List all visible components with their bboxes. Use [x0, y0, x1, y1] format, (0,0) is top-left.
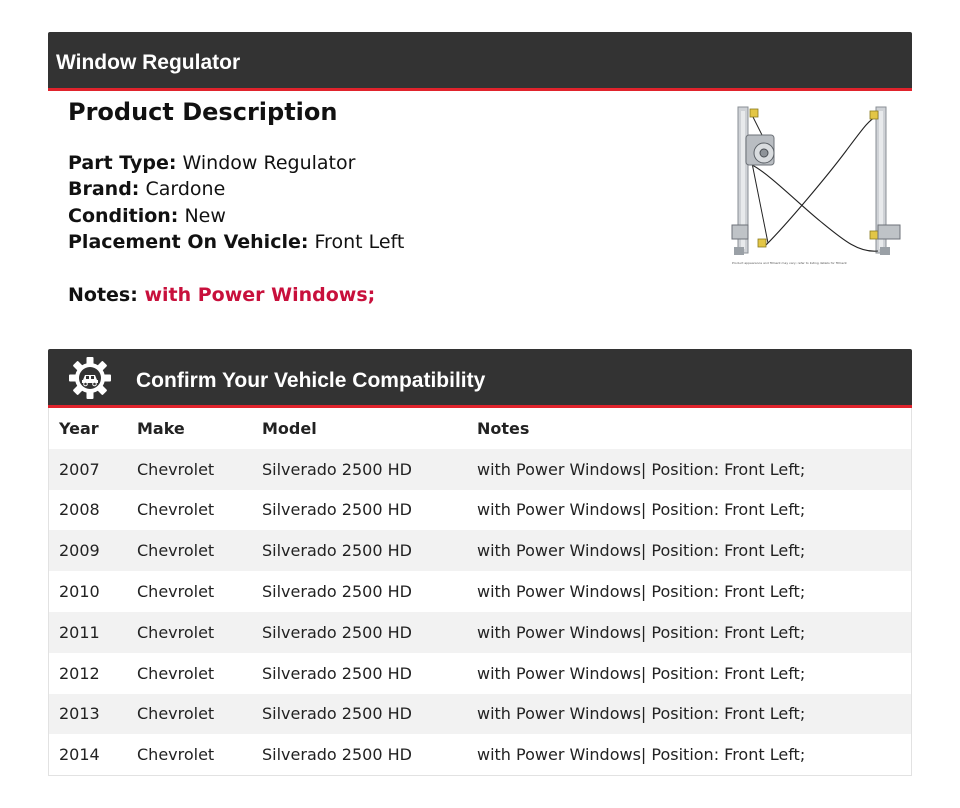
cell-year: 2014 [48, 734, 127, 776]
cell-notes: with Power Windows| Position: Front Left… [467, 448, 912, 490]
table-header-row: Year Make Model Notes [48, 408, 912, 449]
table-row: 2010 Chevrolet Silverado 2500 HD with Po… [48, 571, 912, 612]
cell-notes: with Power Windows| Position: Front Left… [467, 611, 912, 653]
spec-placement: Placement On Vehicle: Front Left [68, 229, 688, 255]
cell-model: Silverado 2500 HD [252, 611, 467, 653]
description-title: Product Description [68, 98, 338, 126]
spec-part-type: Part Type: Window Regulator [68, 150, 688, 176]
compatibility-header: Confirm Your Vehicle Compatibility [48, 349, 912, 408]
cell-make: Chevrolet [127, 530, 252, 572]
table-row: 2011 Chevrolet Silverado 2500 HD with Po… [48, 611, 912, 653]
table-row: 2012 Chevrolet Silverado 2500 HD with Po… [48, 652, 912, 694]
spec-value: Window Regulator [182, 152, 356, 174]
image-caption: Product appearance and fitment may vary;… [732, 261, 847, 265]
spec-value: Front Left [314, 230, 405, 253]
column-header-make: Make [127, 408, 252, 449]
cell-notes: with Power Windows| Position: Front Left… [467, 489, 912, 531]
cell-model: Silverado 2500 HD [252, 734, 467, 776]
cell-model: Silverado 2500 HD [252, 693, 467, 735]
cell-make: Chevrolet [127, 448, 252, 490]
cell-year: 2013 [48, 693, 127, 735]
spec-label: Brand: [68, 178, 140, 201]
cell-year: 2008 [48, 489, 127, 531]
spec-brand: Brand: Cardone [68, 176, 688, 202]
cell-model: Silverado 2500 HD [252, 530, 467, 572]
spec-value: New [184, 204, 226, 227]
column-header-notes: Notes [467, 408, 912, 449]
regulator-illustration: Product appearance and fitment may vary;… [731, 106, 901, 265]
compatibility-title: Confirm Your Vehicle Compatibility [136, 369, 486, 392]
header-title: Window Regulator [56, 51, 241, 74]
window-regulator-header: Window Regulator [48, 32, 912, 91]
cell-make: Chevrolet [127, 571, 252, 612]
gear-car-icon [68, 356, 112, 400]
cell-model: Silverado 2500 HD [252, 571, 467, 612]
spec-label: Condition: [68, 204, 179, 227]
cell-model: Silverado 2500 HD [252, 448, 467, 490]
table-row: 2014 Chevrolet Silverado 2500 HD with Po… [48, 734, 912, 776]
notes-line: Notes: with Power Windows; [68, 282, 688, 308]
cell-model: Silverado 2500 HD [252, 652, 467, 694]
cell-make: Chevrolet [127, 489, 252, 531]
product-description: Product Description Part Type: Window Re… [68, 96, 688, 308]
cell-notes: with Power Windows| Position: Front Left… [467, 571, 912, 612]
cell-make: Chevrolet [127, 611, 252, 653]
spec-value: Cardone [145, 178, 226, 201]
cell-notes: with Power Windows| Position: Front Left… [467, 693, 912, 735]
spec-label: Placement On Vehicle: [68, 230, 309, 253]
cell-year: 2012 [48, 652, 127, 694]
spec-condition: Condition: New [68, 203, 688, 229]
table-row: 2013 Chevrolet Silverado 2500 HD with Po… [48, 693, 912, 735]
cell-year: 2007 [48, 448, 127, 490]
cell-notes: with Power Windows| Position: Front Left… [467, 530, 912, 572]
table-row: 2007 Chevrolet Silverado 2500 HD with Po… [48, 448, 912, 490]
window-regulator-product-image: Product appearance and fitment may vary;… [728, 103, 910, 269]
cell-year: 2011 [48, 611, 127, 653]
column-header-year: Year [48, 408, 127, 449]
column-header-model: Model [252, 408, 467, 449]
cell-year: 2010 [48, 571, 127, 612]
notes-label: Notes: [68, 284, 138, 307]
cell-make: Chevrolet [127, 734, 252, 776]
cell-notes: with Power Windows| Position: Front Left… [467, 652, 912, 694]
cell-make: Chevrolet [127, 652, 252, 694]
compatibility-table: Year Make Model Notes 2007 Chevrolet Sil… [48, 408, 912, 777]
cell-year: 2009 [48, 530, 127, 572]
cell-model: Silverado 2500 HD [252, 489, 467, 531]
cell-make: Chevrolet [127, 693, 252, 735]
table-row: 2009 Chevrolet Silverado 2500 HD with Po… [48, 530, 912, 572]
notes-value: with Power Windows; [144, 284, 376, 307]
cell-notes: with Power Windows| Position: Front Left… [467, 734, 912, 776]
spec-label: Part Type: [68, 152, 177, 174]
table-row: 2008 Chevrolet Silverado 2500 HD with Po… [48, 489, 912, 531]
